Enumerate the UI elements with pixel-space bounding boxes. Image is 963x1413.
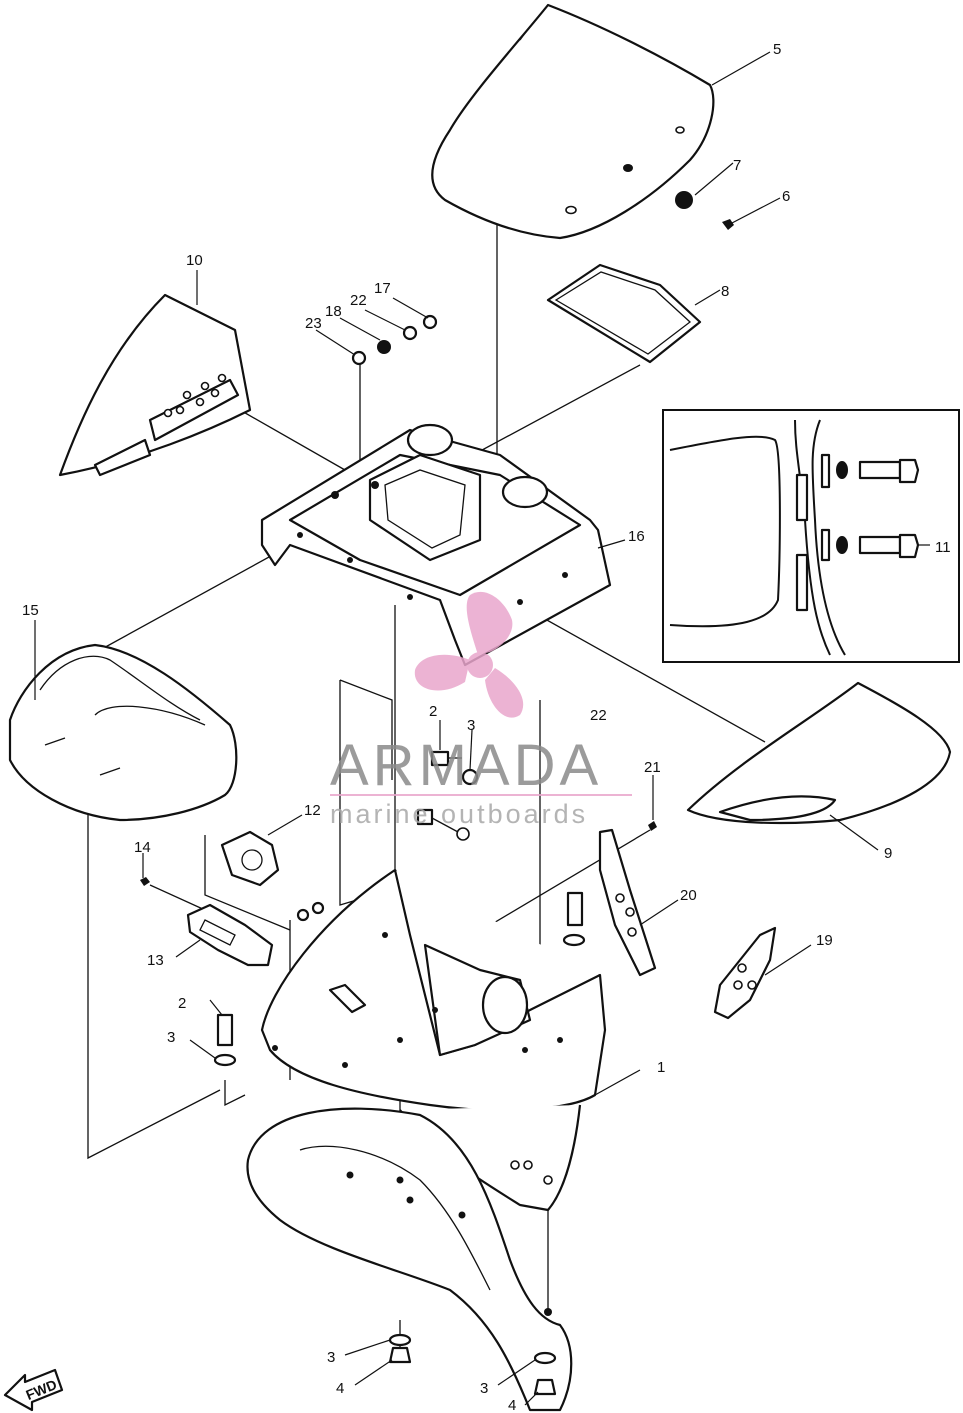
side-panel-part-15 [8,643,238,822]
propeller-logo [414,591,524,718]
plates-19-20 [598,828,777,1020]
callout-8: 8 [721,283,729,300]
detail-inset-box [662,409,960,663]
callout-9: 9 [884,845,892,862]
small-covers-12-13-14 [140,830,325,967]
gasket-part-8 [546,263,702,364]
callout-3: 3 [467,717,475,734]
callout-20: 20 [680,887,697,904]
side-cover-part-10 [58,293,252,477]
callout-14: 14 [134,839,151,856]
watermark-brand: ARMADA [330,733,602,798]
callout-4: 4 [336,1380,344,1397]
callout-17: 17 [374,280,391,297]
callout-leaders [34,51,930,1406]
callout-4: 4 [508,1397,516,1413]
callout-23: 23 [305,315,322,332]
callout-2: 2 [178,995,186,1012]
armada-watermark: ARMADA marine outboards [330,591,632,829]
callout-1: 1 [657,1059,665,1076]
callout-3: 3 [167,1029,175,1046]
callout-18: 18 [325,303,342,320]
callout-5: 5 [773,41,781,58]
callout-10: 10 [186,252,203,269]
assembly-guide-lines [87,142,766,1380]
callout-11: 11 [935,539,951,556]
lower-housing-part-1 [260,868,607,1212]
small-fasteners-17-18-22-23 [351,314,438,366]
propeller-blade-right [485,668,524,718]
callout-19: 19 [816,932,833,949]
top-cover-part-5 [431,3,734,240]
propeller-hub [467,652,493,678]
callout-3: 3 [480,1380,488,1397]
bolts-mid [416,750,657,841]
callout-22: 22 [350,292,367,309]
propeller-blade-left [414,654,470,691]
lower-fasteners [213,891,586,1396]
upper-bracket-part-16 [260,423,612,667]
fwd-arrow: FWD [3,1368,64,1412]
watermark-tagline: marine outboards [330,799,588,829]
callout-13: 13 [147,952,164,969]
callout-2: 2 [429,703,437,720]
callout-21: 21 [644,759,661,776]
side-panel-part-9 [686,681,952,825]
callout-6: 6 [782,188,790,205]
propeller-blade-top [466,591,513,655]
callout-3: 3 [327,1349,335,1366]
callout-15: 15 [22,602,39,619]
callout-7: 7 [733,157,741,174]
base-plate [246,1107,573,1412]
callout-12: 12 [304,802,321,819]
callout-numbers: 1 2 2 3 3 3 3 4 4 5 6 7 8 9 10 11 12 13 … [22,41,951,1413]
callout-22: 22 [590,707,607,724]
callout-16: 16 [628,528,645,545]
